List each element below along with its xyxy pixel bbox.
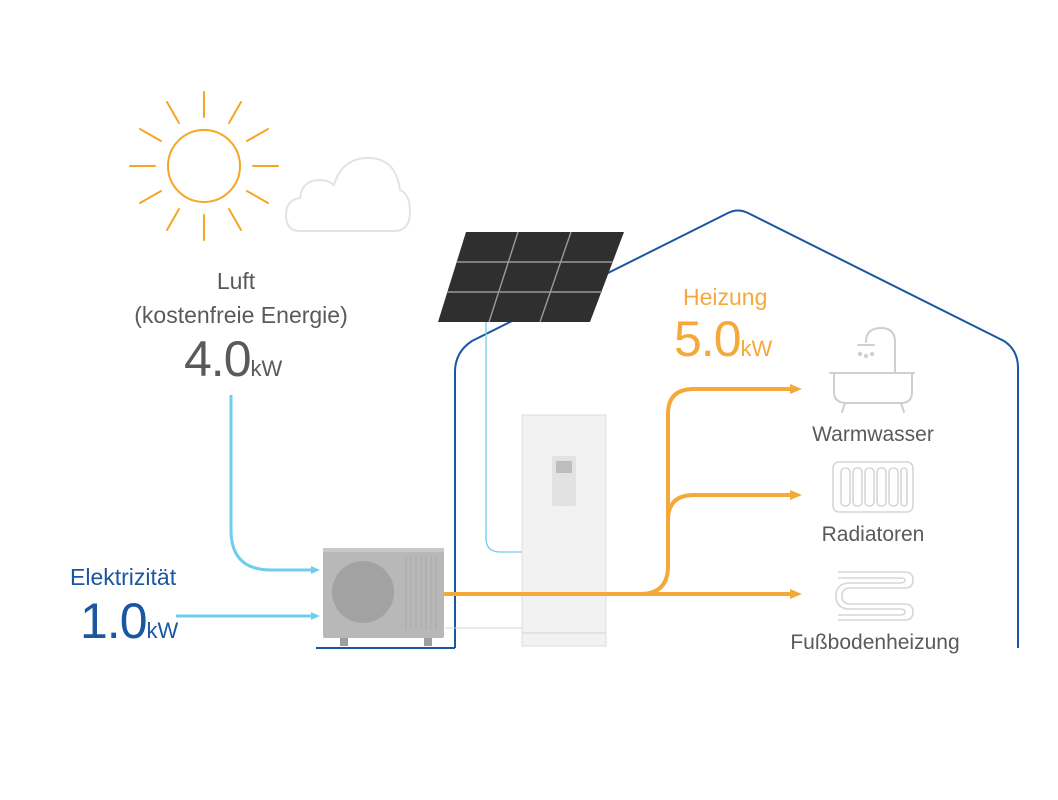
heating-power-value: 5.0kW [674, 314, 772, 364]
electricity-value: 1.0 [80, 593, 148, 649]
output-label-fussbodenheizung: Fußbodenheizung [790, 631, 960, 654]
air-flow-arrow [229, 395, 312, 572]
electricity-power-value: 1.0kW [80, 596, 178, 646]
radiator-icon [832, 461, 914, 513]
cloud-icon [284, 156, 412, 232]
warmwasser-arrowhead [790, 384, 802, 394]
solar-panel-icon [438, 231, 624, 323]
bathtub-shower-icon [829, 326, 915, 413]
air-unit: kW [250, 356, 283, 381]
output-label-warmwasser: Warmwasser [812, 423, 934, 446]
indoor-cylinder-unit [521, 414, 607, 647]
air-title: Luft [216, 268, 256, 294]
heating-value: 5.0 [674, 311, 742, 367]
heating-pipes [443, 387, 792, 596]
electricity-title: Elektrizität [70, 564, 177, 590]
radiatoren-arrowhead [790, 490, 802, 500]
floor-heating-icon [835, 571, 914, 621]
air-power-value: 4.0kW [184, 334, 282, 384]
house-outline [454, 209, 1019, 648]
electricity-arrowhead [311, 612, 320, 620]
air-subtitle: (kostenfreie Energie) [134, 302, 348, 328]
solar-cable [485, 322, 522, 553]
heat-pump-outdoor-unit [323, 548, 444, 646]
heating-title: Heizung [683, 284, 768, 310]
heating-unit: kW [740, 336, 773, 361]
air-value: 4.0 [184, 331, 252, 387]
output-label-radiatoren: Radiatoren [821, 523, 925, 546]
electricity-unit: kW [146, 618, 179, 643]
fussboden-arrowhead [790, 589, 802, 599]
air-flow-arrowhead [311, 566, 320, 574]
sun-icon [129, 91, 279, 241]
